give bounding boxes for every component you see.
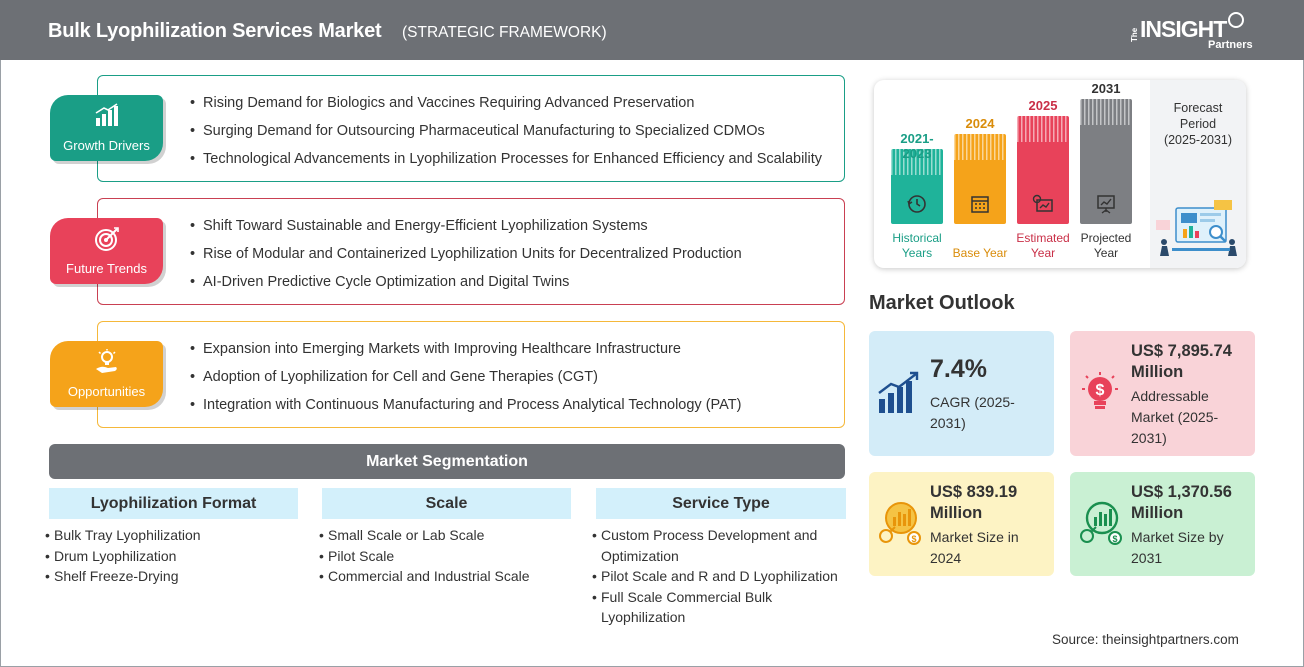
future-trends-tag: Future Trends [50, 218, 163, 284]
stat-market-size-2031: $ US$ 1,370.56 Million Market Size by 20… [1070, 472, 1255, 576]
opportunities-list: Expansion into Emerging Markets with Imp… [190, 340, 830, 424]
header-bar: Bulk Lyophilization Services Market (STR… [0, 0, 1304, 60]
stat-addressable-market: $ US$ 7,895.74 Million Addressable Marke… [1070, 331, 1255, 456]
list-item: Shift Toward Sustainable and Energy-Effi… [190, 217, 830, 235]
tag-label: Growth Drivers [63, 138, 150, 153]
growth-drivers-box: Rising Demand for Biologics and Vaccines… [97, 75, 845, 182]
list-item: Rise of Modular and Containerized Lyophi… [190, 245, 830, 263]
svg-text:$: $ [911, 534, 916, 544]
stat-value: US$ 1,370.56 Million [1131, 483, 1232, 522]
page-subtitle: (STRATEGIC FRAMEWORK) [402, 24, 607, 41]
stat-cagr: 7.4% CAGR (2025-2031) [869, 331, 1054, 456]
stat-value: 7.4% [930, 355, 987, 383]
list-item: Pilot Scale [319, 546, 571, 567]
timeline-caption: Base Year [952, 246, 1008, 260]
list-item: Commercial and Industrial Scale [319, 566, 571, 587]
lightbulb-hand-icon [96, 349, 117, 373]
list-item: Shelf Freeze-Drying [45, 566, 298, 587]
segment-heading: Scale [322, 488, 571, 519]
timeline-year: 2021-2023 [900, 131, 934, 161]
segment-lyophilization-format: Lyophilization Format Bulk Tray Lyophili… [45, 488, 298, 587]
growth-drivers-list: Rising Demand for Biologics and Vaccines… [190, 94, 830, 178]
gear-chart-icon [1032, 194, 1053, 212]
coins-chart-icon: $ [879, 502, 921, 545]
stat-market-size-2024: $ US$ 839.19 Million Market Size in 2024 [869, 472, 1054, 576]
segment-scale: Scale Small Scale or Lab Scale Pilot Sca… [319, 488, 571, 587]
tag-label: Future Trends [66, 261, 147, 276]
stat-value: US$ 7,895.74 Million [1131, 342, 1232, 381]
timeline-caption: Estimated Year [1016, 231, 1070, 260]
list-item: Drum Lyophilization [45, 546, 298, 567]
list-item: Adoption of Lyophilization for Cell and … [190, 368, 830, 386]
growth-chart-icon [878, 371, 919, 413]
presentation-icon [1097, 195, 1115, 214]
page-title: Bulk Lyophilization Services Market [48, 20, 382, 42]
calendar-icon [971, 196, 989, 213]
money-chart-icon: $ [1080, 501, 1122, 545]
stat-desc: CAGR (2025-2031) [930, 394, 1015, 431]
segmentation-header: Market Segmentation [49, 444, 845, 479]
list-item: AI-Driven Predictive Cycle Optimization … [190, 273, 830, 291]
tag-label: Opportunities [67, 384, 146, 399]
list-item: Bulk Tray Lyophilization [45, 525, 298, 546]
dollar-bulb-icon: $ [1082, 372, 1118, 409]
list-item: Small Scale or Lab Scale [319, 525, 571, 546]
timeline-year: 2025 [1028, 98, 1058, 113]
future-trends-box: Shift Toward Sustainable and Energy-Effi… [97, 198, 845, 305]
growth-drivers-tag: Growth Drivers [50, 95, 163, 161]
source-note: Source: theinsightpartners.com [1052, 632, 1239, 647]
list-item: Expansion into Emerging Markets with Imp… [190, 340, 830, 358]
svg-text:$: $ [1096, 382, 1105, 399]
timeline-caption: Historical Years [892, 231, 942, 260]
analytics-dashboard-icon [1156, 200, 1237, 256]
segment-heading: Lyophilization Format [49, 488, 298, 519]
timeline-year: 2031 [1091, 81, 1121, 96]
forecast-label: Forecast Period (2025-2031) [1163, 101, 1233, 147]
svg-text:$: $ [1112, 534, 1117, 544]
history-icon [907, 195, 926, 213]
timeline-bar-body [954, 134, 1006, 224]
stat-desc: Market Size by 2031 [1131, 529, 1224, 566]
list-item: Pilot Scale and R and D Lyophilization [592, 566, 846, 587]
timeline-bar-body [891, 149, 943, 224]
future-trends-list: Shift Toward Sustainable and Energy-Effi… [190, 217, 830, 301]
list-item: Custom Process Development and Optimizat… [592, 525, 846, 566]
list-item: Full Scale Commercial Bulk Lyophilizatio… [592, 587, 846, 628]
bar-growth-icon [95, 103, 118, 126]
stat-desc: Market Size in 2024 [930, 529, 1019, 566]
stat-value: US$ 839.19 Million [930, 483, 1018, 522]
list-item: Technological Advancements in Lyophiliza… [190, 150, 830, 168]
insight-partners-logo: The INSIGHT Partners [1128, 12, 1253, 54]
forecast-panel: Forecast Period (2025-2031) [1150, 80, 1246, 268]
segment-service-type: Service Type Custom Process Development … [592, 488, 846, 628]
timeline-bar-body [1017, 116, 1069, 224]
list-item: Integration with Continuous Manufacturin… [190, 396, 830, 414]
timeline-caption: Projected Year [1080, 231, 1132, 260]
opportunities-tag: Opportunities [50, 341, 163, 407]
list-item: Surging Demand for Outsourcing Pharmaceu… [190, 122, 830, 140]
stat-desc: Addressable Market (2025-2031) [1131, 388, 1219, 446]
opportunities-box: Expansion into Emerging Markets with Imp… [97, 321, 845, 428]
target-icon [95, 227, 119, 251]
segment-heading: Service Type [596, 488, 846, 519]
list-item: Rising Demand for Biologics and Vaccines… [190, 94, 830, 112]
timeline-year: 2024 [965, 116, 995, 131]
market-outlook-title: Market Outlook [869, 292, 1015, 314]
